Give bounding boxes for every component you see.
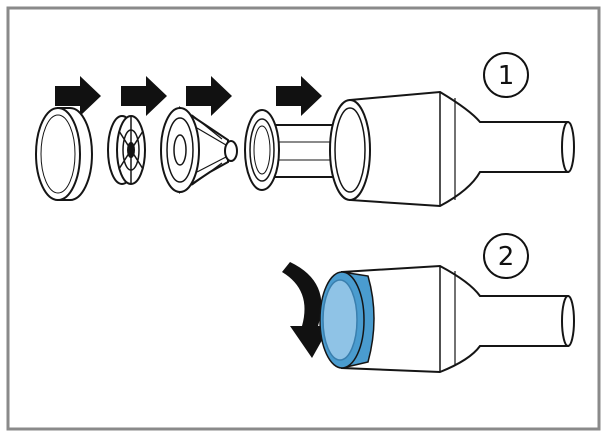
- step-2-label: 2: [483, 233, 529, 279]
- blue-cap: [319, 271, 375, 369]
- right-arrow-icon: [121, 76, 167, 116]
- disc-filter: [35, 107, 93, 201]
- step-2-number: 2: [498, 242, 515, 272]
- cone-filter: [160, 106, 238, 194]
- handle-body-1: [329, 90, 575, 208]
- handle-body-2: [341, 264, 575, 374]
- rotate-arrow-icon: [282, 262, 330, 358]
- grate-insert: [107, 115, 146, 185]
- step-1-label: 1: [483, 52, 529, 98]
- ring-adapter: [244, 109, 341, 191]
- right-arrow-icon: [186, 76, 232, 116]
- step-1-number: 1: [498, 61, 515, 91]
- right-arrow-icon: [55, 76, 101, 116]
- right-arrow-icon: [276, 76, 322, 116]
